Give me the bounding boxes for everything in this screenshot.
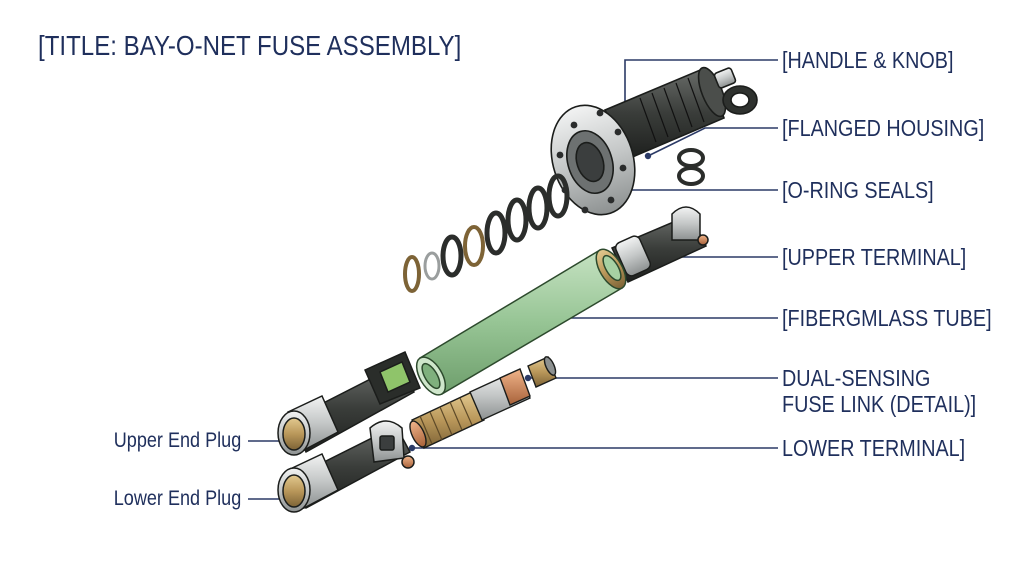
label-o-ring-seals: [O-RING SEALS] bbox=[782, 177, 934, 203]
label-upper-end-plug: Upper End Plug bbox=[113, 429, 241, 452]
label-lower-terminal: LOWER TERMINAL] bbox=[782, 435, 966, 461]
o-ring-seals-part bbox=[403, 148, 705, 293]
lower-end-plug-part bbox=[277, 452, 339, 513]
fuse-link-part bbox=[409, 356, 557, 449]
label-handle-knob: [HANDLE & KNOB] bbox=[782, 47, 954, 73]
upper-end-plug-part bbox=[277, 350, 421, 456]
upper-terminal-part bbox=[610, 206, 709, 283]
diagram-title: [TITLE: BAY-O-NET FUSE ASSEMBLY] bbox=[38, 30, 462, 61]
label-lower-end-plug: Lower End Plug bbox=[113, 487, 241, 510]
label-fuse-link-line2: FUSE LINK (DETAIL)] bbox=[782, 391, 977, 417]
fiberglass-tube-part bbox=[415, 248, 627, 396]
flanged-housing-part bbox=[550, 104, 636, 216]
label-fuse-link-line1: DUAL-SENSING bbox=[782, 365, 931, 391]
label-upper-terminal: [UPPER TERMINAL] bbox=[782, 244, 967, 270]
handle-and-knob-part bbox=[603, 66, 758, 160]
label-flanged-housing: [FLANGED HOUSING] bbox=[782, 115, 985, 141]
label-fiberglass-tube: [FIBERGMLASS TUBE] bbox=[782, 305, 992, 331]
